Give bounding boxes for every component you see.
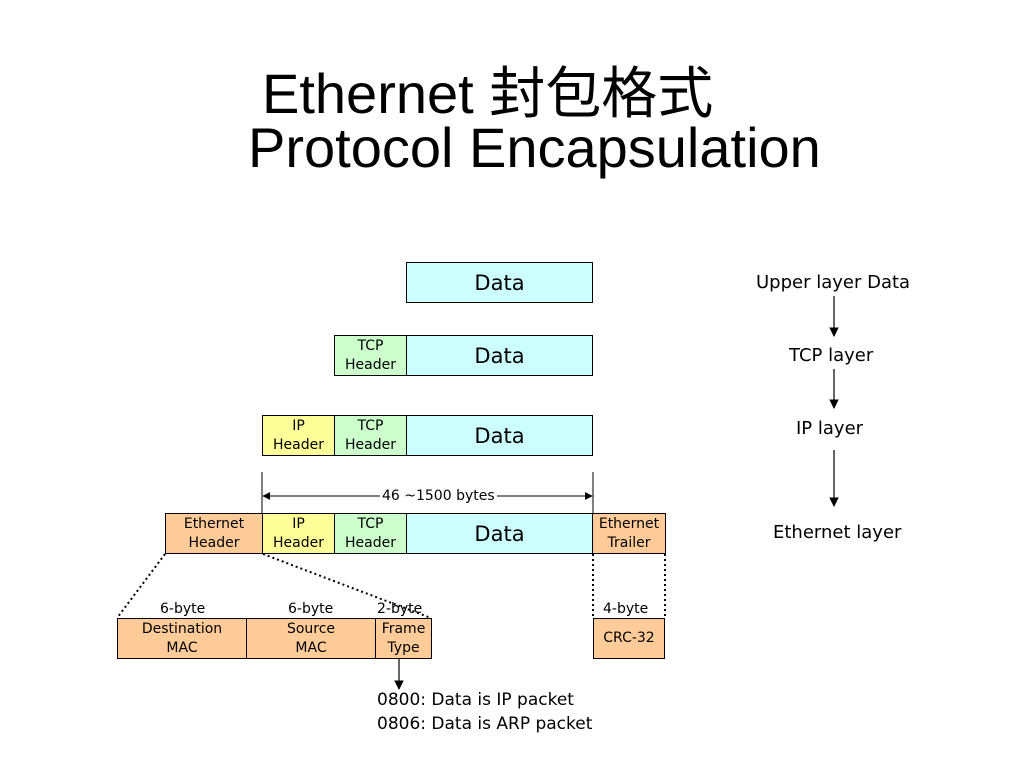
title-line-1: Ethernet 封包格式 xyxy=(262,62,714,125)
row3-ip-header: IP Header xyxy=(262,415,335,456)
row3-tcp-header: TCP Header xyxy=(334,415,407,456)
title-line-2: Protocol Encapsulation xyxy=(248,116,821,179)
frame-type-note-arp: 0806: Data is ARP packet xyxy=(377,714,593,734)
row4-ip-header: IP Header xyxy=(262,513,335,554)
size-frame-type: 2-byte xyxy=(377,601,423,617)
row4-ethernet-header: Ethernet Header xyxy=(165,513,263,554)
field-destination-mac: Destination MAC xyxy=(118,619,247,658)
header-expand-left xyxy=(116,553,166,619)
field-source-mac: Source MAC xyxy=(247,619,376,658)
row3-data: Data xyxy=(406,415,593,456)
row4-ethernet-trailer: Ethernet Trailer xyxy=(592,513,666,554)
row4-tcp-header: TCP Header xyxy=(334,513,407,554)
row4-data: Data xyxy=(406,513,593,554)
field-frame-type: Frame Type xyxy=(381,620,426,656)
span-label: 46 ~1500 bytes xyxy=(380,486,497,506)
size-crc: 4-byte xyxy=(603,601,649,617)
size-destination-mac: 6-byte xyxy=(160,601,206,617)
size-source-mac: 6-byte xyxy=(288,601,334,617)
layer-ip: IP layer xyxy=(796,418,864,439)
layer-upper-data: Upper layer Data xyxy=(756,272,911,293)
row2-tcp-header: TCP Header xyxy=(334,335,407,376)
layer-ethernet: Ethernet layer xyxy=(773,522,902,543)
frame-type-note-ip: 0800: Data is IP packet xyxy=(377,690,574,710)
row1-data: Data xyxy=(406,262,593,303)
row2-data: Data xyxy=(406,335,593,376)
ethernet-header-detail: Destination MAC Source MAC Frame Type xyxy=(117,618,432,659)
field-crc-32: CRC-32 xyxy=(593,618,665,659)
layer-tcp: TCP layer xyxy=(789,345,874,366)
